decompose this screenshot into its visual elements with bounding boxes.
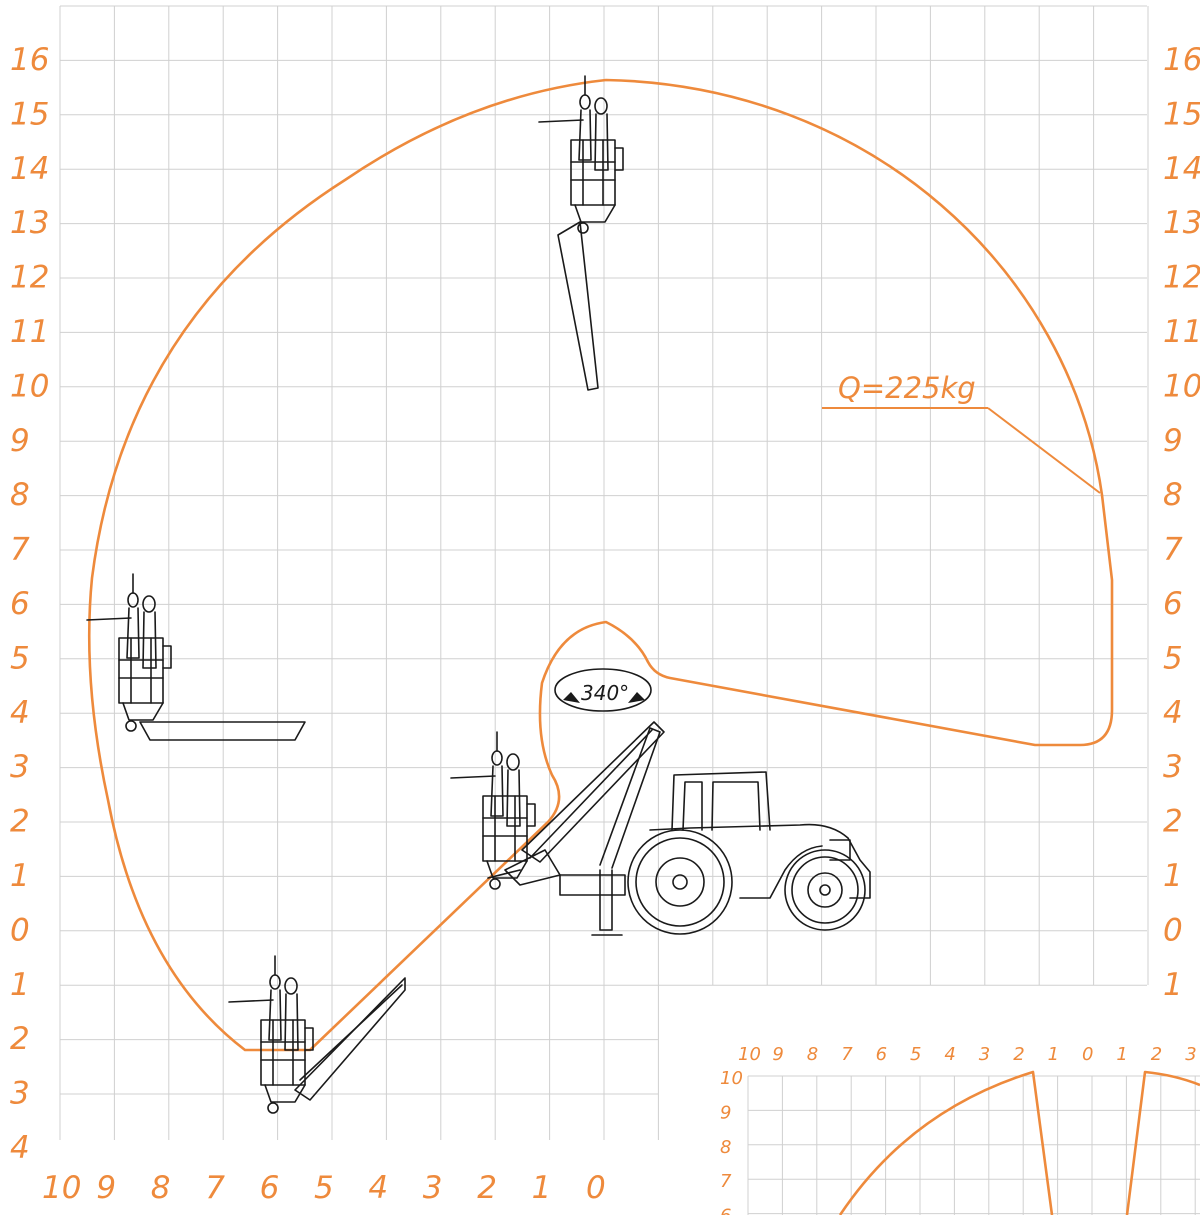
left-axis-tick-label: 6 xyxy=(10,586,30,622)
bottom-axis-tick-label: 0 xyxy=(586,1170,606,1206)
right-axis-tick-label: 14 xyxy=(1163,151,1200,187)
right-axis-tick-label: 1 xyxy=(1163,858,1183,894)
bottom-axis-tick-label: 9 xyxy=(96,1170,116,1206)
right-axis-tick-label: 0 xyxy=(1163,912,1183,948)
inset-grid xyxy=(747,1075,1200,1215)
left-axis-tick-label: 1 xyxy=(10,967,30,1003)
right-axis-tick-label: 15 xyxy=(1163,96,1200,132)
inset-top-tick-label: 9 xyxy=(772,1044,783,1065)
left-axis-tick-label: 5 xyxy=(10,640,30,676)
inset-top-tick-label: 8 xyxy=(807,1044,818,1065)
platform-center xyxy=(450,731,536,890)
inset-top-tick-label: 5 xyxy=(910,1044,921,1065)
right-axis-tick-label: 16 xyxy=(1163,42,1200,78)
inset-top-tick-label: 3 xyxy=(979,1044,990,1065)
inset-left-tick-label: 10 xyxy=(720,1068,743,1089)
left-axis-tick-label: 9 xyxy=(10,423,30,459)
bottom-axis-tick-label: 2 xyxy=(477,1170,497,1206)
inset-top-tick-label: 4 xyxy=(944,1044,955,1065)
left-axis-tick-label: 14 xyxy=(10,151,49,187)
left-axis-tick-label: 0 xyxy=(10,912,30,948)
right-axis-tick-label: 8 xyxy=(1163,477,1183,513)
inset-left-tick-label: 9 xyxy=(720,1102,731,1123)
bottom-axis-tick-label: 1 xyxy=(532,1170,552,1206)
right-axis-tick-label: 1 xyxy=(1163,967,1183,1003)
bottom-axis-tick-label: 5 xyxy=(314,1170,334,1206)
left-axis-tick-label: 3 xyxy=(10,1076,30,1112)
boom-bottom-arm-inner xyxy=(299,984,403,1081)
left-axis-tick-label: 3 xyxy=(10,749,30,785)
left-axis-tick-label: 1 xyxy=(10,858,30,894)
load-label: Q=225kg xyxy=(838,371,976,405)
right-axis-tick-label: 13 xyxy=(1163,205,1200,241)
rotation-ellipse xyxy=(554,668,652,712)
left-axis-tick-label: 11 xyxy=(10,314,49,350)
main-grid xyxy=(59,5,1149,1140)
working-envelope-outline xyxy=(87,78,1114,1052)
platform-left xyxy=(86,573,172,732)
inset-top-tick-label: 7 xyxy=(841,1044,853,1065)
left-axis-tick-label: 10 xyxy=(10,368,49,404)
right-axis-tick-label: 12 xyxy=(1163,260,1200,296)
left-axis-tick-label: 8 xyxy=(10,477,30,513)
load-leader-diag xyxy=(987,407,1101,494)
right-axis-tick-label: 5 xyxy=(1163,640,1183,676)
inset-top-tick-label: 10 xyxy=(738,1044,761,1065)
inset-top-tick-label: 3 xyxy=(1185,1044,1196,1065)
inset-left-tick-label: 8 xyxy=(720,1137,731,1158)
boom-top-arm xyxy=(557,221,599,391)
right-axis-tick-label: 9 xyxy=(1163,423,1183,459)
rotation-arrow-left-icon xyxy=(563,692,580,703)
platform-bottom xyxy=(228,955,314,1114)
inset-top-tick-label: 1 xyxy=(1116,1044,1127,1065)
left-axis-tick-label: 2 xyxy=(10,1021,30,1057)
tractor-icon xyxy=(559,771,871,936)
boom-left-arm xyxy=(139,721,306,741)
bottom-axis-tick-label: 3 xyxy=(423,1170,443,1206)
platform-top xyxy=(538,75,624,234)
inset-envelope-outline-right xyxy=(1125,1070,1200,1215)
inset-left-tick-label: 7 xyxy=(720,1171,732,1192)
inset-top-tick-label: 2 xyxy=(1151,1044,1162,1065)
right-axis-tick-label: 4 xyxy=(1163,695,1183,731)
right-axis-tick-label: 2 xyxy=(1163,804,1183,840)
right-axis-tick-label: 3 xyxy=(1163,749,1183,785)
boom-icon xyxy=(487,721,665,886)
bottom-axis-tick-label: 8 xyxy=(151,1170,171,1206)
left-axis-tick-label: 4 xyxy=(10,695,30,731)
bottom-axis-tick-label: 7 xyxy=(205,1170,225,1206)
right-axis-tick-label: 11 xyxy=(1163,314,1200,350)
boom-bottom-arm xyxy=(294,977,406,1101)
inset-top-tick-label: 2 xyxy=(1013,1044,1024,1065)
inset-top-tick-label: 1 xyxy=(1048,1044,1059,1065)
rotation-label: 340° xyxy=(581,681,629,705)
left-axis-tick-label: 15 xyxy=(10,96,49,132)
bottom-axis-tick-label: 6 xyxy=(260,1170,280,1206)
inset-top-tick-label: 6 xyxy=(876,1044,887,1065)
rotation-arrow-right-icon xyxy=(628,692,645,703)
right-axis-tick-label: 6 xyxy=(1163,586,1183,622)
inset-envelope-outline xyxy=(838,1070,1054,1215)
right-axis-tick-label: 7 xyxy=(1163,532,1183,568)
inset-left-tick-label: 6 xyxy=(720,1206,731,1215)
left-axis-tick-label: 12 xyxy=(10,260,49,296)
bottom-axis-tick-label: 10 xyxy=(42,1170,81,1206)
inset-top-tick-label: 0 xyxy=(1082,1044,1093,1065)
left-axis-tick-label: 13 xyxy=(10,205,49,241)
left-axis-tick-label: 2 xyxy=(10,804,30,840)
right-axis-tick-label: 10 xyxy=(1163,368,1200,404)
inset-left-axis-labels: 10 9 8 7 6 xyxy=(720,1068,743,1215)
left-axis-tick-label: 16 xyxy=(10,42,49,78)
left-axis-tick-label: 4 xyxy=(10,1130,30,1166)
left-axis-tick-label: 7 xyxy=(10,532,30,568)
bottom-axis-tick-label: 4 xyxy=(368,1170,388,1206)
